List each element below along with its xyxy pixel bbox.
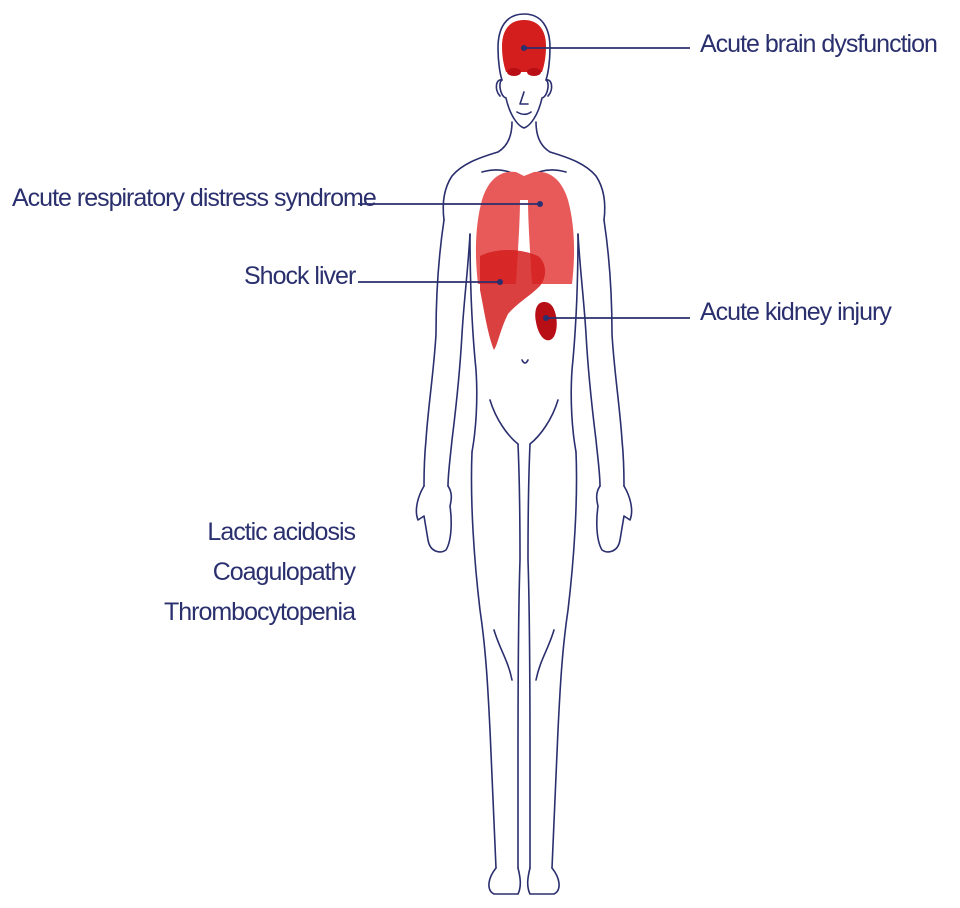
systemic-conditions-list: Lactic acidosis Coagulopathy Thrombocyto… <box>164 512 355 632</box>
legs-inner-right <box>528 444 530 868</box>
left-knee <box>494 630 512 680</box>
pelvis-right <box>530 400 558 444</box>
navel <box>522 360 528 363</box>
lungs-dot <box>537 201 543 207</box>
lungs-callout-label: Acute respiratory distress syndrome <box>12 186 376 211</box>
mouth <box>517 112 531 114</box>
brain-callout-label: Acute brain dysfunction <box>700 32 937 57</box>
right-knee <box>536 630 554 680</box>
kidney-highlight <box>535 302 556 340</box>
body-outline <box>416 14 631 894</box>
kidney-callout-label: Acute kidney injury <box>700 300 891 325</box>
legs-inner <box>518 444 520 868</box>
right-leg-outer <box>552 452 577 868</box>
nose <box>520 92 528 104</box>
right-arm-inner <box>578 234 600 486</box>
left-foot <box>489 868 520 894</box>
left-arm-outer <box>424 220 444 486</box>
systemic-condition-item: Coagulopathy <box>164 552 355 592</box>
right-hand <box>597 486 632 552</box>
torso-left-side <box>470 234 477 452</box>
left-arm-inner <box>448 234 470 486</box>
right-arm-outer <box>604 220 624 486</box>
left-eye-highlight <box>507 68 521 76</box>
pelvis-left <box>490 400 518 444</box>
systemic-condition-item: Thrombocytopenia <box>164 592 355 632</box>
systemic-condition-item: Lactic acidosis <box>164 512 355 552</box>
right-foot <box>528 868 559 894</box>
neck-left <box>498 122 512 152</box>
liver-dot <box>497 279 503 285</box>
right-eye-highlight <box>527 68 541 76</box>
neck-right <box>536 122 550 152</box>
left-hand <box>416 486 451 552</box>
left-leg-outer <box>471 452 496 868</box>
kidney-dot <box>543 315 549 321</box>
brain-dot <box>521 45 527 51</box>
liver-highlight <box>480 250 545 350</box>
liver-callout-label: Shock liver <box>244 264 355 289</box>
